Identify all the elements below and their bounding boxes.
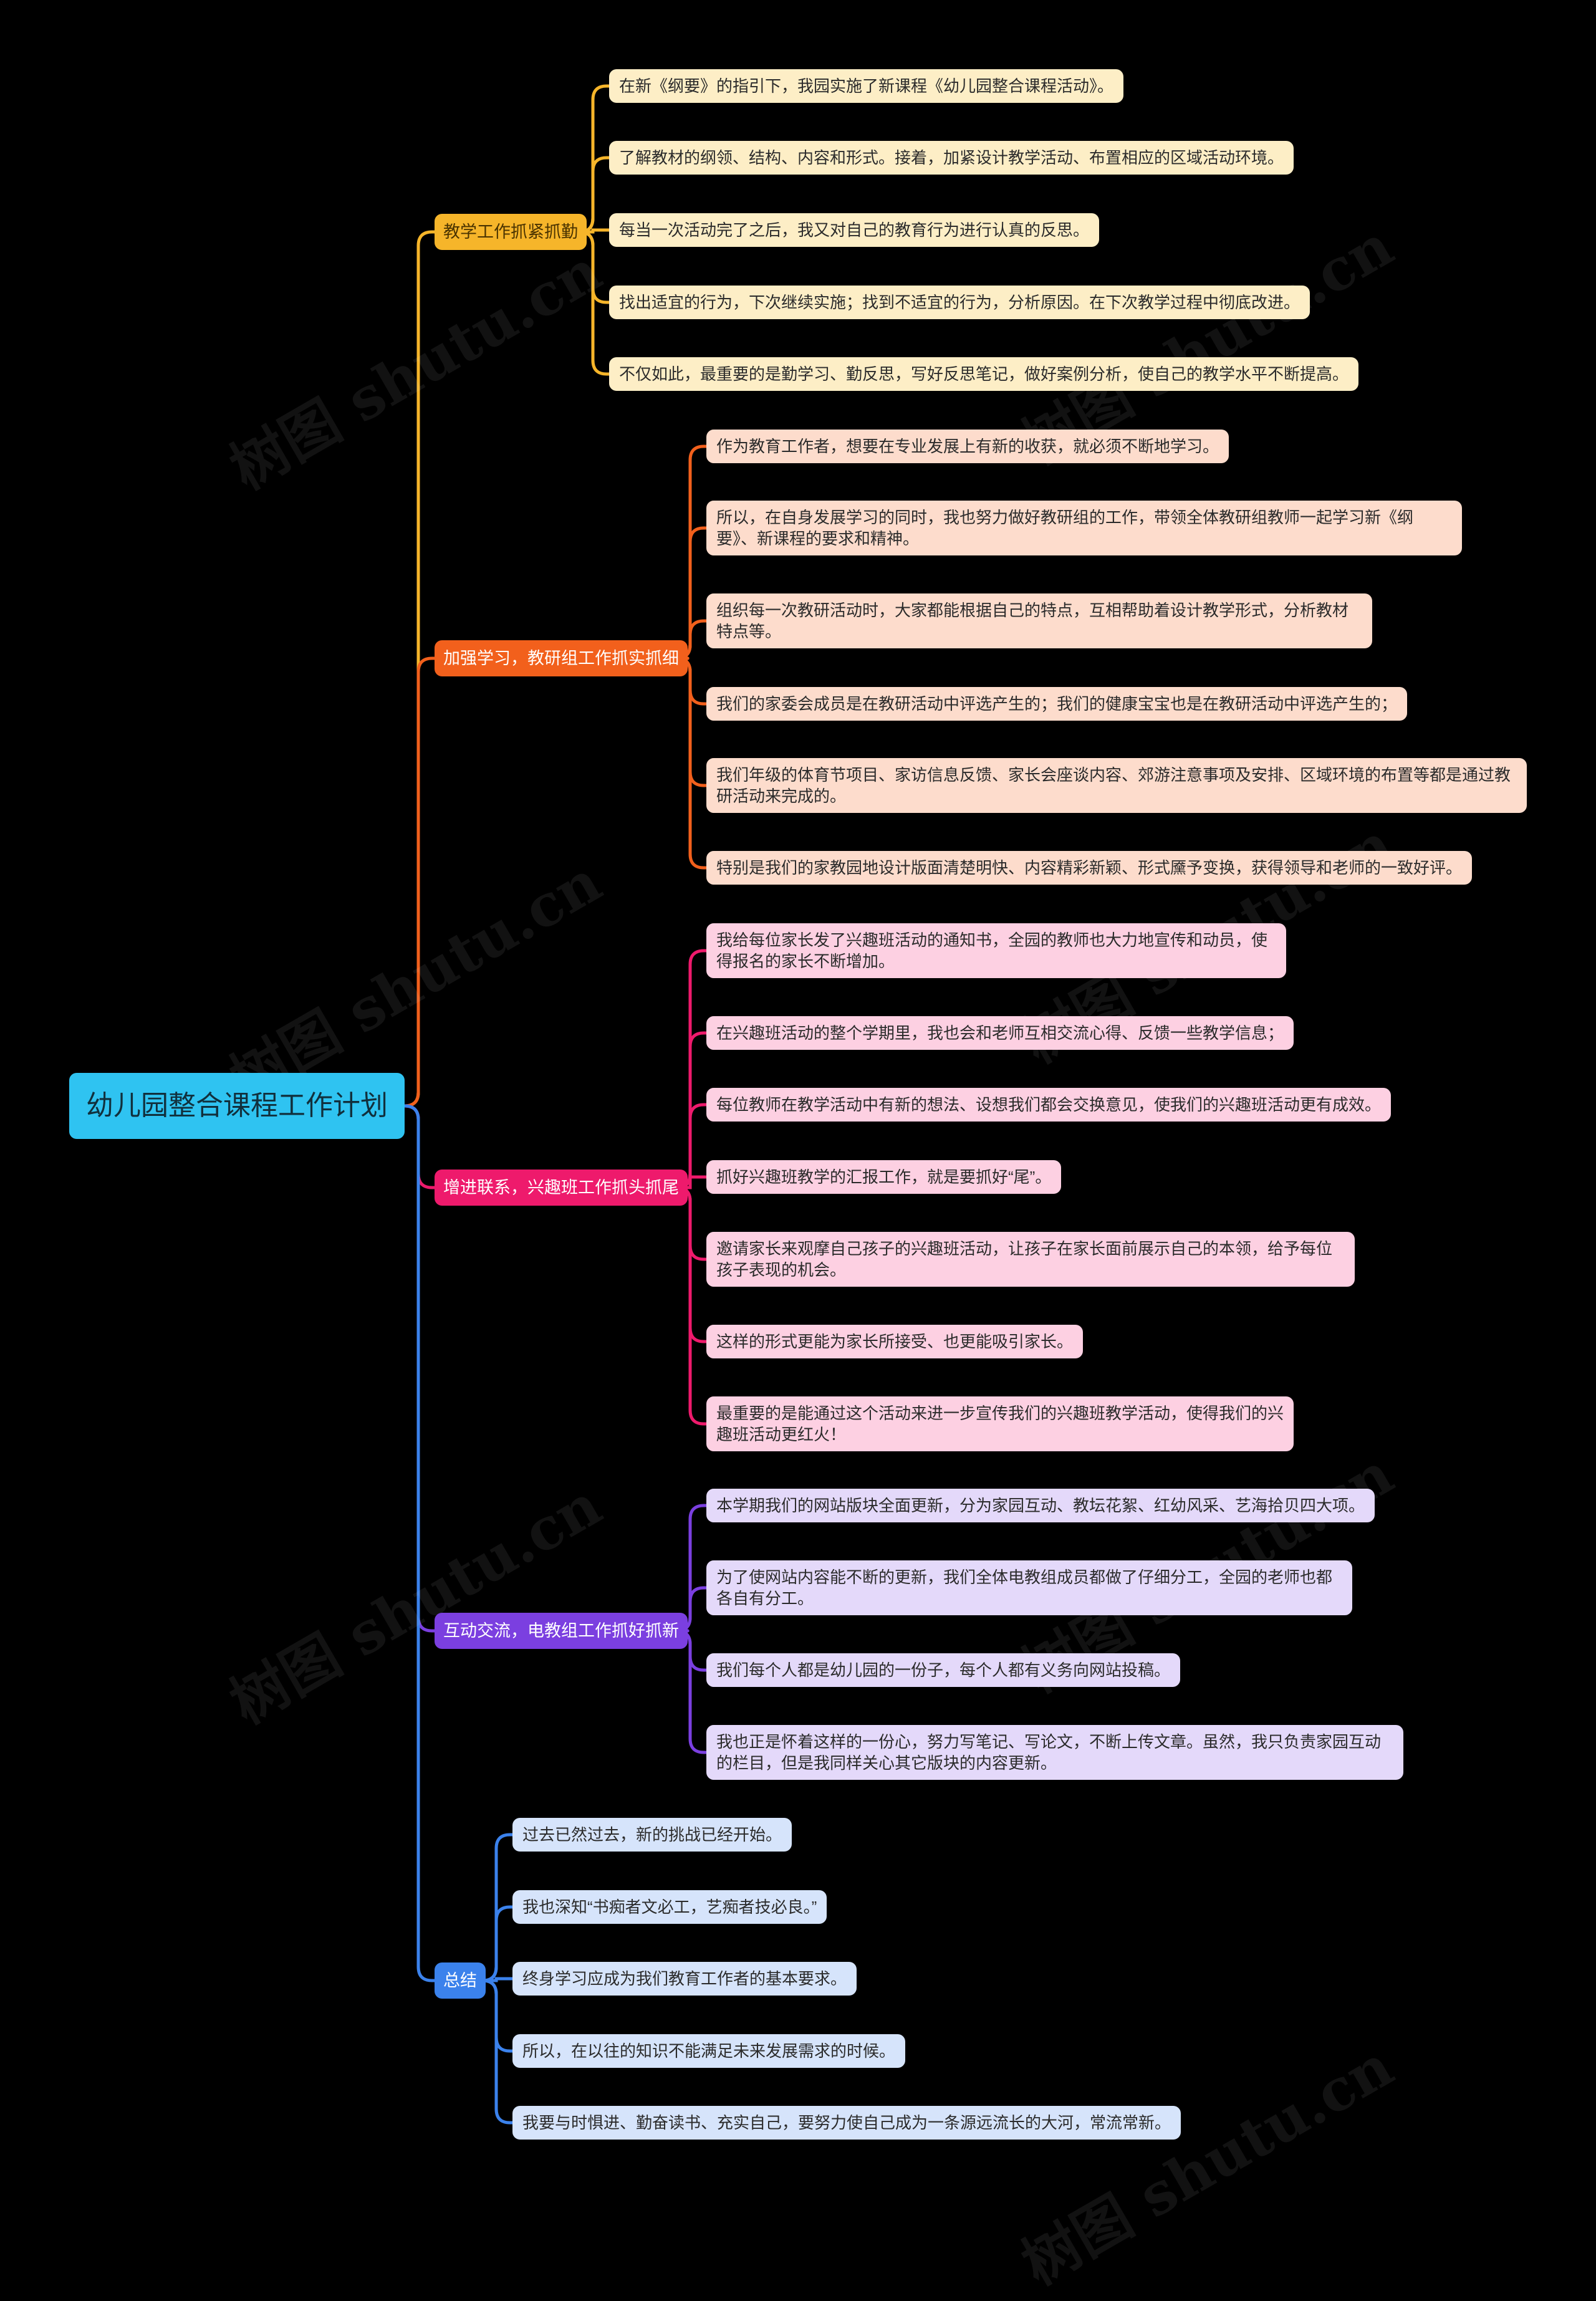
leaf-connector bbox=[676, 656, 708, 870]
leaf-connector bbox=[676, 1186, 708, 1426]
leaf-connector bbox=[484, 1977, 514, 1982]
leaf-node[interactable]: 我们年级的体育节项目、家访信息反馈、家长会座谈内容、郊游注意事项及安排、区域环境… bbox=[706, 758, 1527, 813]
leaf-node[interactable]: 本学期我们的网站版块全面更新，分为家园互动、教坛花絮、红幼风采、艺海拾贝四大项。 bbox=[706, 1489, 1375, 1522]
branch-summary[interactable]: 总结 bbox=[435, 1962, 486, 1999]
leaf-node[interactable]: 过去已然过去，新的挑战已经开始。 bbox=[512, 1818, 792, 1852]
leaf-node[interactable]: 所以，在以往的知识不能满足未来发展需求的时候。 bbox=[512, 2034, 906, 2068]
leaf-node[interactable]: 为了使网站内容能不断的更新，我们全体电教组成员都做了仔细分工，全园的老师也都各自… bbox=[706, 1560, 1352, 1615]
leaf-node[interactable]: 邀请家长来观摩自己孩子的兴趣班活动，让孩子在家长面前展示自己的本领，给予每位孩子… bbox=[706, 1232, 1355, 1287]
leaf-node[interactable]: 我要与时惧进、勤奋读书、充实自己，要努力使自己成为一条源远流长的大河，常流常新。 bbox=[512, 2106, 1181, 2140]
leaf-node[interactable]: 我给每位家长发了兴趣班活动的通知书，全园的教师也大力地宣传和动员，使得报名的家长… bbox=[706, 923, 1286, 978]
leaf-connector bbox=[676, 1629, 708, 1754]
leaf-node[interactable]: 这样的形式更能为家长所接受、也更能吸引家长。 bbox=[706, 1325, 1084, 1358]
leaf-connector bbox=[482, 1979, 514, 2125]
mindmap-canvas: 树图 shutu.cn 树图 shutu.cn 树图 shutu.cn 树图 s… bbox=[69, 69, 1527, 2298]
leaf-node[interactable]: 我们的家委会成员是在教研活动中评选产生的；我们的健康宝宝也是在教研活动中评选产生… bbox=[706, 687, 1408, 721]
branch-e-education[interactable]: 互动交流，电教组工作抓好抓新 bbox=[435, 1613, 688, 1649]
leaf-node[interactable]: 终身学习应成为我们教育工作者的基本要求。 bbox=[512, 1962, 857, 1996]
leaf-node[interactable]: 所以，在自身发展学习的同时，我也努力做好教研组的工作，带领全体教研组教师一起学习… bbox=[706, 501, 1462, 555]
leaf-connector bbox=[482, 1905, 514, 1982]
leaf-node[interactable]: 我也正是怀着这样的一份心，努力写笔记、写论文，不断上传文章。虽然，我只负责家园互… bbox=[706, 1725, 1403, 1780]
branch-interest-class[interactable]: 增进联系，兴趣班工作抓头抓尾 bbox=[435, 1170, 688, 1206]
branch-connector bbox=[403, 1104, 436, 1982]
leaf-node[interactable]: 作为教育工作者，想要在专业发展上有新的收获，就必须不断地学习。 bbox=[706, 430, 1229, 463]
branch-teaching[interactable]: 教学工作抓紧抓勤 bbox=[435, 214, 587, 250]
branch-research[interactable]: 加强学习，教研组工作抓实抓细 bbox=[435, 640, 688, 676]
leaf-node[interactable]: 在新《纲要》的指引下，我园实施了新课程《幼儿园整合课程活动》。 bbox=[609, 69, 1124, 103]
leaf-node[interactable]: 每位教师在教学活动中有新的想法、设想我们都会交换意见，使我们的兴趣班活动更有成效… bbox=[706, 1088, 1392, 1122]
leaf-connector bbox=[686, 1175, 708, 1189]
leaf-node[interactable]: 我也深知“书痴者文必工，艺痴者技必良。” bbox=[512, 1890, 827, 1924]
root-node[interactable]: 幼儿园整合课程工作计划 bbox=[69, 1073, 405, 1139]
leaf-node[interactable]: 组织每一次教研活动时，大家都能根据自己的特点，互相帮助着设计教学形式，分析教材特… bbox=[706, 593, 1372, 648]
leaf-node[interactable]: 不仅如此，最重要的是勤学习、勤反思，写好反思笔记，做好案例分析，使自己的教学水平… bbox=[609, 357, 1359, 391]
leaf-node[interactable]: 找出适宜的行为，下次继续实施；找到不适宜的行为，分析原因。在下次教学过程中彻底改… bbox=[609, 286, 1310, 319]
leaf-node[interactable]: 抓好兴趣班教学的汇报工作，就是要抓好“尾”。 bbox=[706, 1160, 1062, 1194]
branch-connector bbox=[403, 656, 436, 1108]
leaf-node[interactable]: 每当一次活动完了之后，我又对自己的教育行为进行认真的反思。 bbox=[609, 213, 1100, 247]
leaf-connector bbox=[585, 228, 611, 234]
leaf-node[interactable]: 我们每个人都是幼儿园的一份子，每个人都有义务向网站投稿。 bbox=[706, 1653, 1181, 1687]
leaf-node[interactable]: 最重要的是能通过这个活动来进一步宣传我们的兴趣班教学活动，使得我们的兴趣班活动更… bbox=[706, 1396, 1294, 1451]
leaf-node[interactable]: 在兴趣班活动的整个学期里，我也会和老师互相交流心得、反馈一些教学信息； bbox=[706, 1016, 1294, 1050]
leaf-node[interactable]: 特别是我们的家教园地设计版面清楚明快、内容精彩新颖、形式黡予变换，获得领导和老师… bbox=[706, 851, 1473, 885]
leaf-node[interactable]: 了解教材的纲领、结构、内容和形式。接着，加紧设计教学活动、布置相应的区域活动环境… bbox=[609, 141, 1294, 175]
